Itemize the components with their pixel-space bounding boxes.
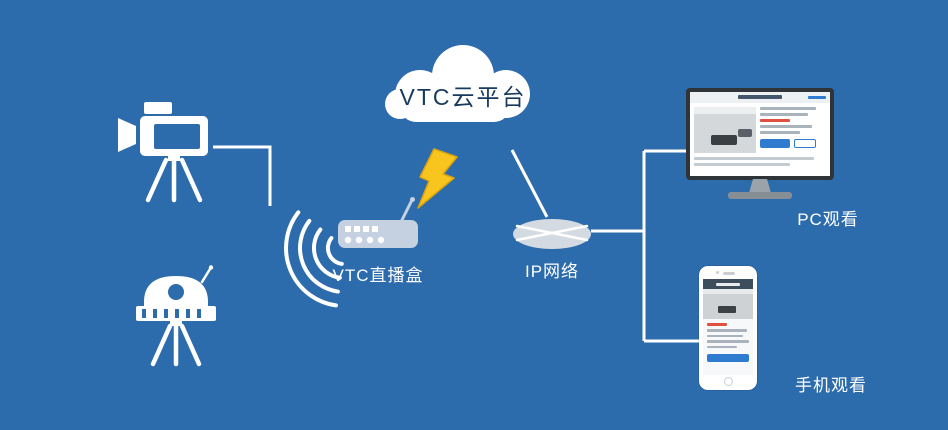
text-line xyxy=(694,163,790,166)
pc-label: PC观看 xyxy=(797,210,859,229)
preview-buttons xyxy=(760,139,816,148)
text-line xyxy=(760,125,812,128)
phone-speaker xyxy=(723,271,735,275)
price-line xyxy=(707,323,727,326)
mobile-text-block xyxy=(703,319,753,366)
text-line xyxy=(760,113,808,116)
monitor-stand-base xyxy=(728,192,792,199)
smartphone-icon xyxy=(699,266,757,390)
pc-webpage-preview xyxy=(690,92,830,176)
preview-body xyxy=(690,103,830,157)
text-line xyxy=(694,157,814,160)
blue-button xyxy=(760,139,790,148)
photo-ceiling xyxy=(694,107,756,114)
preview-header xyxy=(690,92,830,103)
mobile-header xyxy=(703,279,753,289)
showroom-photo xyxy=(694,107,756,153)
mobile-label: 手机观看 xyxy=(795,376,867,395)
outline-button xyxy=(794,139,816,148)
mobile-title-line xyxy=(716,282,740,286)
mobile-photo-car xyxy=(718,306,736,313)
text-line xyxy=(707,329,747,332)
text-line xyxy=(760,107,816,110)
text-line xyxy=(707,340,749,343)
network-ellipse-icon xyxy=(513,219,591,249)
connector-camera-router xyxy=(213,145,272,206)
preview-text-column xyxy=(760,107,816,153)
text-line xyxy=(760,131,800,134)
mobile-photo xyxy=(703,289,753,319)
blue-button xyxy=(707,354,749,362)
network-label: IP网络 xyxy=(524,262,580,281)
text-line xyxy=(707,345,737,348)
dome-camera-icon xyxy=(136,265,216,367)
router-icon xyxy=(338,197,418,248)
preview-title-line xyxy=(738,95,782,99)
cloud-icon xyxy=(385,45,530,122)
phone-camera-dot xyxy=(716,271,719,274)
wifi-waves-icon xyxy=(284,210,344,308)
connector-cloud-network xyxy=(510,149,549,218)
monitor-stand-neck xyxy=(749,179,771,193)
mobile-webpage-preview xyxy=(703,279,753,375)
video-camera-icon xyxy=(118,102,208,203)
preview-nav-line xyxy=(808,96,826,99)
monitor-icon xyxy=(686,88,834,180)
text-line xyxy=(707,334,743,337)
lightning-icon xyxy=(417,148,458,209)
router-label: VTC直播盒 xyxy=(332,266,424,285)
preview-footer xyxy=(690,157,830,166)
price-line xyxy=(760,119,790,122)
photo-car-2 xyxy=(738,129,752,137)
cloud-node: VTC云平台 xyxy=(376,40,550,126)
mobile-photo-ceiling xyxy=(703,289,753,294)
phone-home-button xyxy=(723,377,733,386)
photo-car xyxy=(711,135,737,145)
cloud-label: VTC云平台 xyxy=(399,84,527,110)
